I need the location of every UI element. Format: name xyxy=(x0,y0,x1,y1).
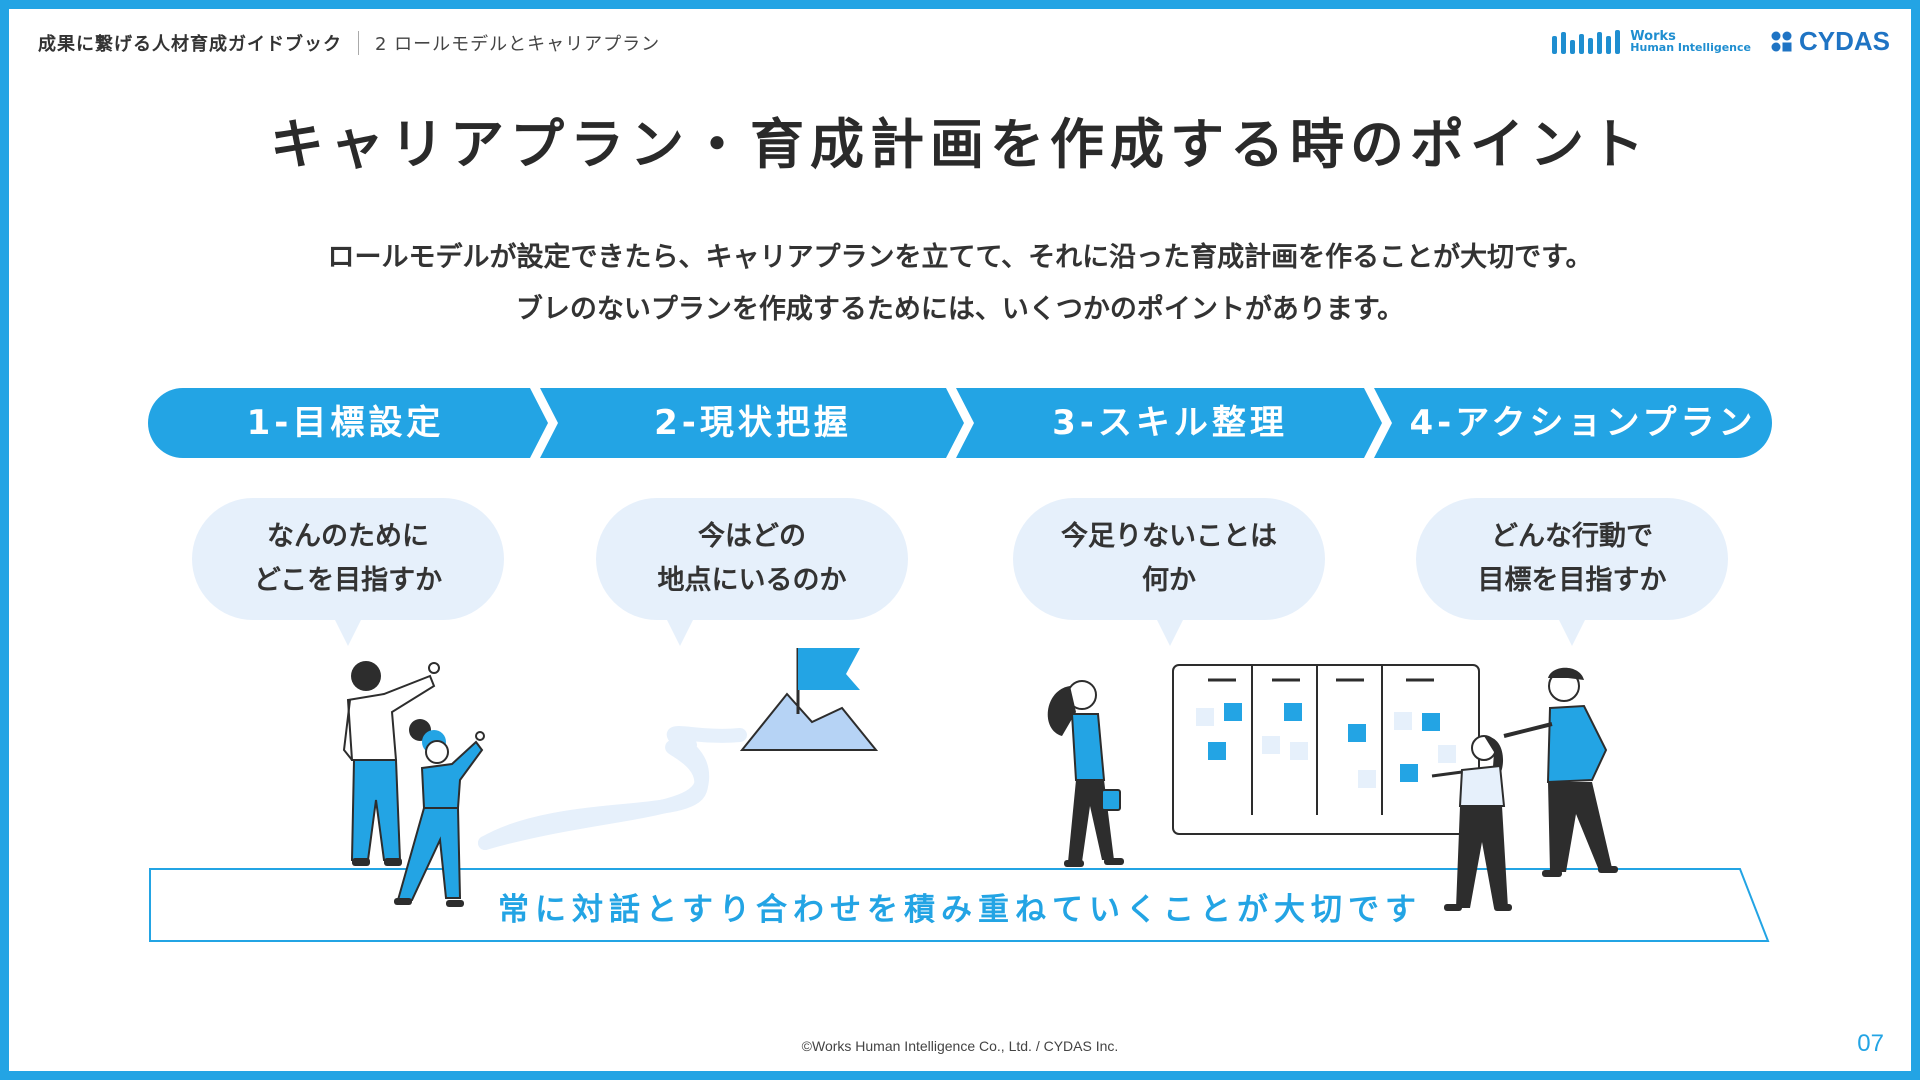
bubble-4-tail xyxy=(1558,618,1586,646)
cydas-logo: CYDAS xyxy=(1771,26,1890,57)
works-logo-mark-icon xyxy=(1552,29,1621,54)
bubble-3-line2: 何か xyxy=(1142,565,1196,596)
bubble-4-line2: 目標を目指すか xyxy=(1477,565,1667,596)
bubble-2-line1: 今はどの xyxy=(698,521,806,552)
bubble-2-line2: 地点にいるのか xyxy=(657,565,847,596)
step-3-label: 3-スキル整理 xyxy=(1052,403,1288,443)
intro-text: ロールモデルが設定できたら、キャリアプランを立てて、それに沿った育成計画を作るこ… xyxy=(0,232,1920,336)
chapter-title: 2 ロールモデルとキャリアプラン xyxy=(375,34,661,55)
speech-bubble-4: どんな行動で 目標を目指すか xyxy=(1416,498,1728,646)
bubble-4-line1: どんな行動で xyxy=(1491,521,1653,552)
cydas-logo-text: CYDAS xyxy=(1798,26,1890,56)
banner-message: 常に対話とすり合わせを積み重ねていくことが大切です xyxy=(497,892,1423,928)
bubble-3-tail xyxy=(1156,618,1184,646)
steps: 1-目標設定 2-現状把握 3-スキル整理 4-アクションプラン xyxy=(148,388,1772,458)
speech-bubble-3: 今足りないことは 何か xyxy=(1013,498,1325,646)
speech-bubble-1: なんのために どこを目指すか xyxy=(192,498,504,646)
bubble-1-line2: どこを目指すか xyxy=(253,565,443,596)
cydas-logo-mark-icon xyxy=(1771,31,1792,51)
intro-line-2: ブレのないプランを作成するためには、いくつかのポイントがあります。 xyxy=(515,294,1405,325)
copyright-footer: ©Works Human Intelligence Co., Ltd. / CY… xyxy=(801,1038,1119,1054)
header: 成果に繋げる人材育成ガイドブック 2 ロールモデルとキャリアプラン xyxy=(38,30,660,56)
works-logo-text: Works Human Intelligence xyxy=(1630,28,1751,54)
intro-line-1: ロールモデルが設定できたら、キャリアプランを立てて、それに沿った育成計画を作るこ… xyxy=(327,242,1593,273)
logo-area: Works Human Intelligence CYDAS xyxy=(1552,26,1890,57)
bubble-3-line1: 今足りないことは xyxy=(1061,521,1277,552)
step-2-label: 2-現状把握 xyxy=(654,403,852,443)
page-number: 07 xyxy=(1857,1030,1884,1057)
step-4-label: 4-アクションプラン xyxy=(1409,403,1757,443)
step-1-label: 1-目標設定 xyxy=(246,403,445,443)
works-logo-line2: Human Intelligence xyxy=(1630,40,1751,54)
works-logo: Works Human Intelligence xyxy=(1552,28,1751,54)
page-title: キャリアプラン・育成計画を作成する時のポイント xyxy=(270,113,1650,176)
book-title: 成果に繋げる人材育成ガイドブック xyxy=(38,34,342,55)
bubble-2-tail xyxy=(666,618,694,646)
bubble-1-line1: なんのために xyxy=(267,521,429,552)
header-divider xyxy=(358,31,359,55)
speech-bubble-2: 今はどの 地点にいるのか xyxy=(596,498,908,646)
bubble-1-tail xyxy=(334,618,362,646)
works-logo-line1: Works xyxy=(1630,28,1676,44)
